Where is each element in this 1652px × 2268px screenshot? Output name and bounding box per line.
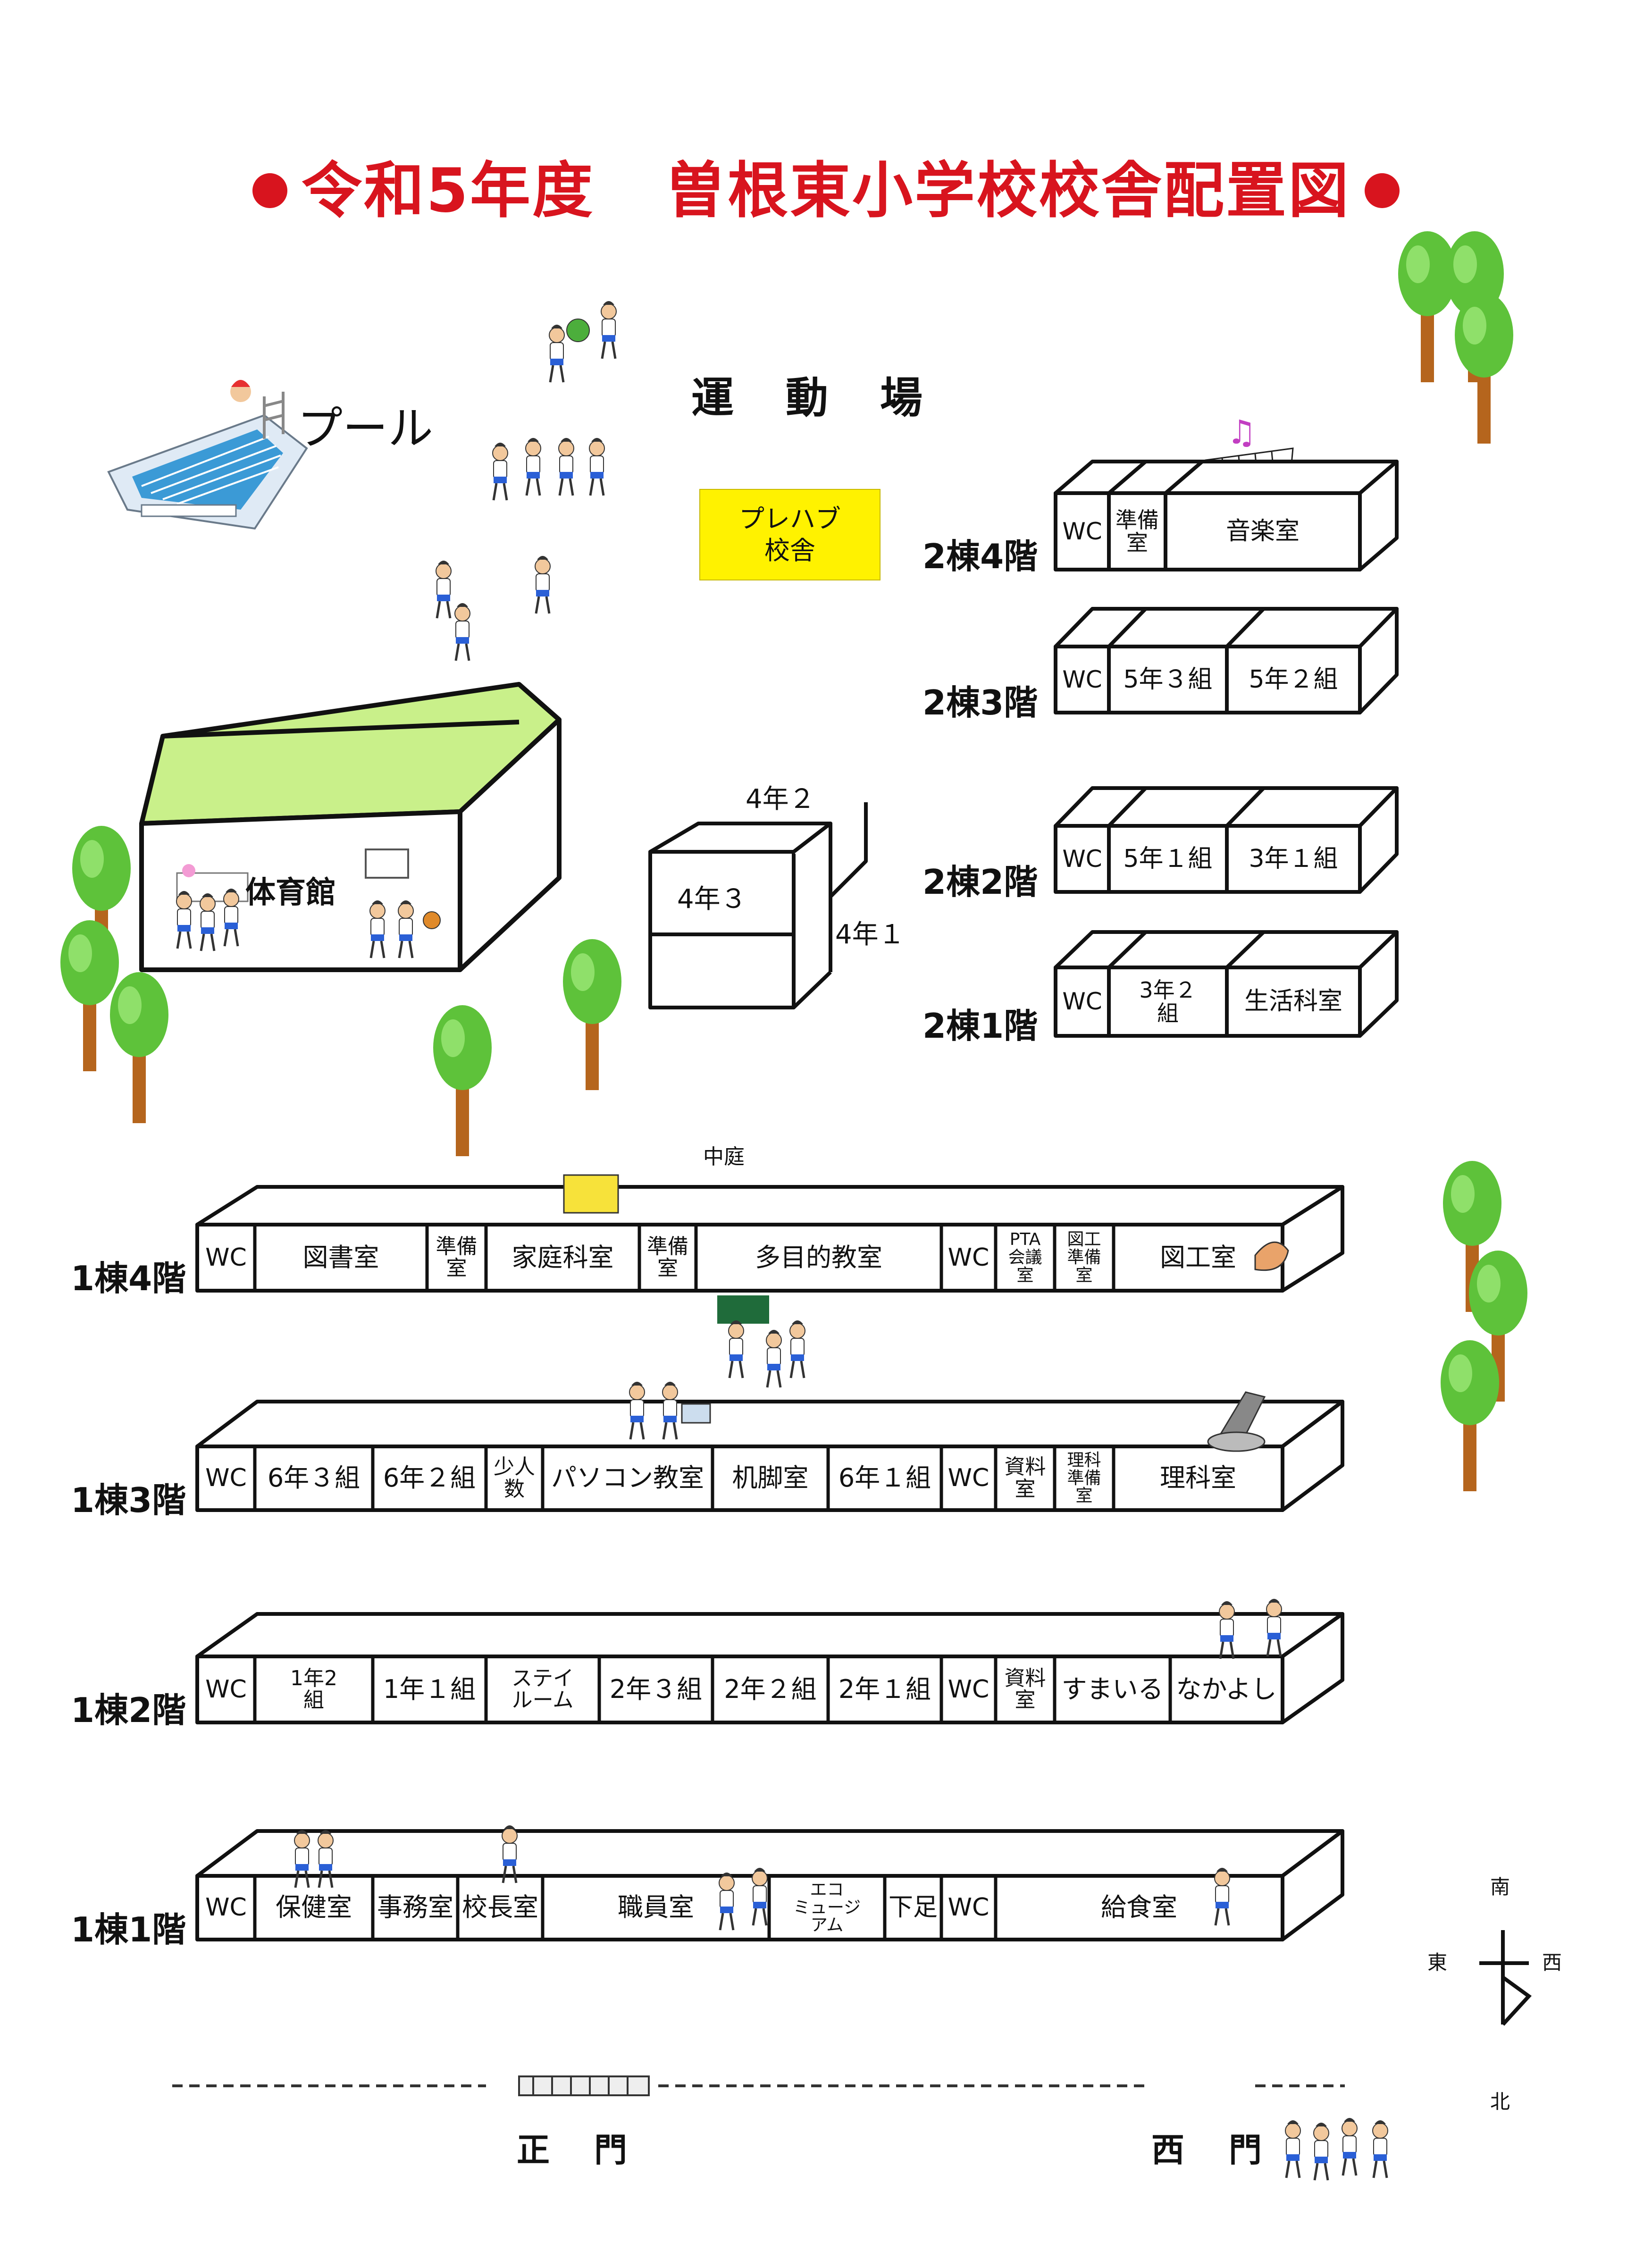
building1-room: 6年１組	[838, 1463, 931, 1493]
building1-room: 事務室	[377, 1892, 453, 1923]
building1-room: 理科 準備 室	[1067, 1450, 1101, 1506]
building1-room: WC	[948, 1464, 990, 1493]
building2-room: 3年２ 組	[1139, 977, 1197, 1026]
building1-room: 机脚室	[732, 1463, 809, 1493]
building1-room: すまいる	[1061, 1674, 1164, 1704]
room-illustrations	[294, 1174, 1289, 1930]
building1-room: WC	[205, 1893, 247, 1922]
building1-room: WC	[948, 1893, 990, 1922]
children-playing-illustration	[436, 301, 616, 661]
playground-label: 運 動 場	[691, 373, 927, 423]
building2-room: 準備 室	[1115, 507, 1159, 555]
building2-room: 3年１組	[1249, 844, 1338, 873]
compass-icon	[1479, 1930, 1532, 2026]
compass-south-label: 南	[1490, 1875, 1510, 1898]
building1-room: 6年３組	[267, 1463, 361, 1493]
building2-room: WC	[1062, 988, 1102, 1016]
building1-room: ステイ ルーム	[512, 1666, 574, 1712]
bullet-dot-icon	[252, 173, 287, 208]
compass-east-label: 東	[1427, 1951, 1448, 1974]
compass-north-label: 北	[1490, 2090, 1510, 2113]
grade4-class3-label: 4年３	[677, 884, 747, 915]
building2-floors	[1054, 460, 1399, 1038]
building2-floor-label: 2棟1階	[922, 1006, 1038, 1046]
building1-room: なかよし	[1176, 1674, 1277, 1704]
building2-room: WC	[1062, 665, 1102, 693]
prefab-label-line1: プレハブ	[739, 504, 841, 534]
main-gate-icon	[518, 2075, 650, 2096]
building2-floor-label: 2棟3階	[922, 683, 1038, 722]
west-gate-label: 西 門	[1151, 2131, 1267, 2169]
building1-room: 下足	[888, 1893, 938, 1922]
compass-west-label: 西	[1542, 1951, 1562, 1974]
building1-room: 準備 室	[436, 1234, 478, 1280]
bullet-dot-icon	[1365, 173, 1400, 208]
gym-activity-illustration	[176, 848, 441, 958]
title-school: 曽根東小学校校舎配置図	[665, 156, 1351, 226]
building1-room: 図書室	[302, 1242, 379, 1272]
building1-floor-label: 1棟2階	[71, 1690, 186, 1730]
building1-room: 2年１組	[838, 1674, 931, 1704]
building1-room: 2年３組	[609, 1674, 703, 1704]
building1-room: 6年２組	[383, 1463, 476, 1493]
building1-room: 少人 数	[494, 1455, 535, 1501]
children-walking-illustration	[1285, 2118, 1388, 2180]
building1-room: PTA 会議 室	[1008, 1230, 1042, 1285]
building1-room: 保健室	[276, 1892, 352, 1923]
building1-room: 職員室	[618, 1892, 694, 1923]
building1-floor-label: 1棟4階	[71, 1259, 186, 1298]
pool-illustration	[107, 380, 308, 530]
building1-room: エコ ミュージ アム	[793, 1880, 861, 1935]
building2-room: WC	[1062, 845, 1102, 873]
building1-room: 1年１組	[383, 1674, 476, 1704]
svg-text:♫: ♫	[1227, 413, 1257, 452]
courtyard-label: 中庭	[703, 1145, 745, 1169]
building1-floors	[195, 1185, 1344, 1941]
prefab-building: プレハブ 校舎	[699, 489, 881, 580]
building1-room: 資料 室	[1004, 1666, 1046, 1712]
building1-room: 給食室	[1101, 1892, 1177, 1923]
building1-floor-label: 1棟3階	[71, 1480, 186, 1520]
building2-room: 5年１組	[1123, 844, 1213, 873]
building2-floor-label: 2棟4階	[922, 537, 1038, 576]
building1-room: WC	[948, 1243, 990, 1272]
building1-floor-label: 1棟1階	[71, 1910, 186, 1949]
building2-room: 5年３組	[1123, 665, 1213, 694]
building1-room: 図工室	[1160, 1242, 1236, 1272]
building1-room: パソコン教室	[551, 1463, 704, 1493]
prefab-label-line2: 校舎	[764, 536, 815, 565]
grade4-block	[648, 802, 868, 1009]
building1-room: 校長室	[462, 1892, 538, 1923]
building1-room: WC	[205, 1464, 247, 1493]
building1-room: 2年２組	[724, 1674, 817, 1704]
building1-room: 多目的教室	[755, 1242, 882, 1272]
grade4-class1-label: 4年１	[835, 919, 905, 950]
room-dividers	[253, 1225, 1172, 1940]
gym-label: 体育館	[245, 875, 336, 910]
page-title: 令和5年度曽根東小学校校舎配置図	[0, 142, 1652, 229]
building1-room: 1年2 組	[290, 1666, 337, 1712]
main-gate-label: 正 門	[517, 2131, 633, 2169]
grade4-class2-label: 4年２	[746, 784, 815, 815]
building1-room: 理科室	[1160, 1463, 1236, 1493]
building2-room: 音楽室	[1225, 517, 1300, 546]
pool-label: プール	[297, 402, 433, 455]
building1-room: 資料 室	[1004, 1455, 1046, 1501]
building1-room: WC	[205, 1243, 247, 1272]
building2-room: WC	[1062, 517, 1102, 545]
building2-room: 5年２組	[1249, 665, 1338, 694]
building1-room: 準備 室	[647, 1234, 688, 1280]
building2-floor-label: 2棟2階	[922, 862, 1038, 902]
building1-room: WC	[948, 1675, 990, 1704]
building1-room: 図工 準備 室	[1067, 1230, 1101, 1285]
building1-room: 家庭科室	[512, 1242, 614, 1272]
title-year: 令和5年度	[301, 156, 595, 226]
building1-room: WC	[205, 1675, 247, 1704]
building2-room: 生活科室	[1244, 987, 1342, 1016]
